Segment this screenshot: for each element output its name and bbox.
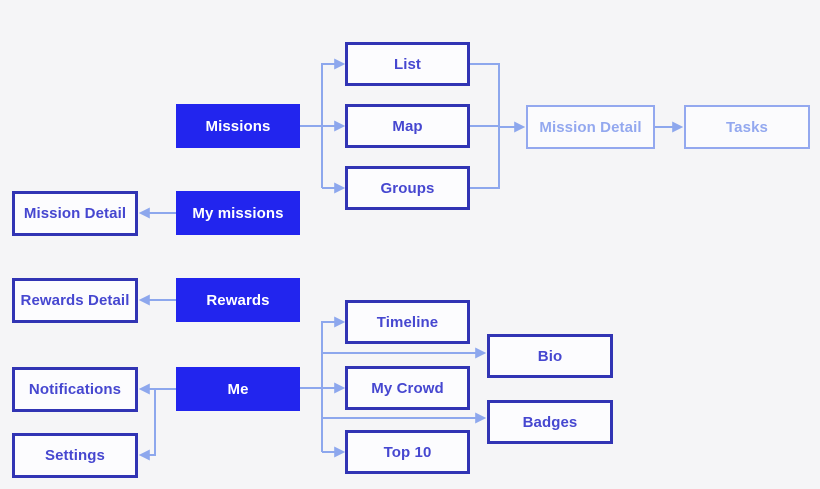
node-notifications: Notifications xyxy=(12,367,138,412)
node-list: List xyxy=(345,42,470,86)
node-me: Me xyxy=(176,367,300,411)
node-missions: Missions xyxy=(176,104,300,148)
node-map: Map xyxy=(345,104,470,148)
node-groups: Groups xyxy=(345,166,470,210)
edge-me-settings xyxy=(138,389,156,461)
node-my-crowd: My Crowd xyxy=(345,366,470,410)
node-timeline: Timeline xyxy=(345,300,470,344)
node-badges: Badges xyxy=(487,400,613,444)
node-rewards: Rewards xyxy=(176,278,300,322)
node-rewards-detail: Rewards Detail xyxy=(12,278,138,323)
node-bio: Bio xyxy=(487,334,613,378)
node-tasks: Tasks xyxy=(684,105,810,149)
node-mission-detail-left: Mission Detail xyxy=(12,191,138,236)
node-mission-detail-top: Mission Detail xyxy=(526,105,655,149)
node-settings: Settings xyxy=(12,433,138,478)
node-top-10: Top 10 xyxy=(345,430,470,474)
node-my-missions: My missions xyxy=(176,191,300,235)
